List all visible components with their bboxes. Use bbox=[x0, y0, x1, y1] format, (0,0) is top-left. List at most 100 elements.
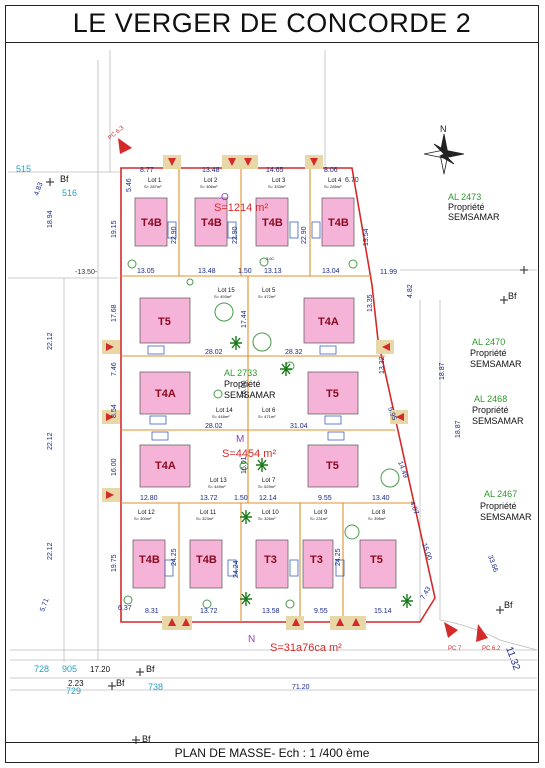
lot-name: Lot 15 bbox=[218, 288, 235, 294]
house-lot12 bbox=[132, 539, 166, 589]
lot-name: Lot 10 bbox=[262, 510, 279, 516]
lot-area: S= 287m² bbox=[144, 184, 162, 189]
house-lot6 bbox=[307, 371, 359, 415]
cote: 24.24 bbox=[233, 560, 240, 578]
house-type: T4B bbox=[328, 217, 349, 229]
lot-name: Lot 8 bbox=[372, 510, 386, 516]
house-lot3 bbox=[255, 197, 289, 247]
lot-area: S= 333m² bbox=[268, 184, 286, 189]
lot-area: S= 448m² bbox=[212, 414, 230, 419]
cote: 18.94 bbox=[47, 210, 54, 228]
lot-name: Lot 7 bbox=[262, 478, 276, 484]
house-lot8 bbox=[359, 539, 397, 589]
cote: 12.80 bbox=[140, 495, 158, 502]
lot-name: Lot 11 bbox=[200, 510, 217, 516]
pc63-marker bbox=[118, 138, 132, 154]
cote: 13.48 bbox=[198, 268, 216, 275]
cote: 18.87 bbox=[455, 420, 462, 438]
cote: 13.58 bbox=[262, 608, 280, 615]
house-type: T3 bbox=[264, 554, 277, 566]
house-lot4 bbox=[321, 197, 355, 247]
house-type: T4A bbox=[318, 316, 339, 328]
cote: -13.50- bbox=[75, 269, 98, 276]
house-lot10 bbox=[255, 539, 289, 589]
north-label: N bbox=[440, 124, 447, 134]
cote: 71.20 bbox=[292, 684, 310, 691]
letter-m: M bbox=[236, 434, 244, 445]
cote: 17.20 bbox=[90, 665, 111, 674]
house-type: T5 bbox=[326, 388, 339, 400]
house-type: T4A bbox=[155, 388, 176, 400]
cote: 19.15 bbox=[111, 220, 118, 238]
lot-lines bbox=[121, 168, 413, 622]
house-type: T4B bbox=[201, 217, 222, 229]
cote: 14.65 bbox=[266, 167, 284, 174]
parcel-name: SEMSAMAR bbox=[470, 359, 522, 369]
cote: 22.90 bbox=[232, 226, 239, 244]
lot-name: Lot 3 bbox=[272, 178, 286, 184]
boundary-number: 738 bbox=[148, 682, 163, 692]
cote: 17.68 bbox=[111, 304, 118, 322]
house-lot14 bbox=[139, 371, 191, 415]
lot-area: S= 323m² bbox=[196, 516, 214, 521]
access-arrows bbox=[102, 155, 408, 630]
cote: 24.25 bbox=[171, 548, 178, 566]
parcel-id: AL 2733 bbox=[224, 368, 257, 378]
boundary-number: 905 bbox=[62, 664, 77, 674]
house-type: T4B bbox=[262, 217, 283, 229]
lot-area: S= 529m² bbox=[258, 484, 276, 489]
cote: 19.54 bbox=[363, 228, 370, 246]
cote: 3.60 bbox=[266, 256, 275, 261]
boundary-number: 728 bbox=[34, 664, 49, 674]
cote: 12.14 bbox=[259, 495, 277, 502]
cote: 16.01 bbox=[241, 456, 248, 474]
drawing-frame bbox=[5, 5, 539, 763]
bf-label: Bf bbox=[146, 664, 155, 674]
cote: 8.54 bbox=[111, 404, 118, 418]
cote: 7.43 bbox=[420, 586, 433, 601]
house-lot9 bbox=[302, 539, 334, 589]
surface-o: S=1214 m² bbox=[214, 202, 268, 214]
parcel-owner: Propriété bbox=[448, 202, 485, 212]
lot-area: S= 231m² bbox=[310, 516, 328, 521]
lot-name: Lot 14 bbox=[216, 408, 233, 414]
house-type: T4B bbox=[141, 217, 162, 229]
cote: 13.32 bbox=[379, 356, 386, 374]
cote: 24.25 bbox=[335, 548, 342, 566]
lot-area: S= 449m² bbox=[208, 484, 226, 489]
house-lot11 bbox=[189, 539, 223, 589]
cote: 28.02 bbox=[205, 423, 223, 430]
bf-markers bbox=[46, 178, 528, 744]
cote: 28.32 bbox=[285, 349, 303, 356]
lot-area: S= 300m² bbox=[134, 516, 152, 521]
lot-area: S= 306m² bbox=[200, 184, 218, 189]
house-lot2 bbox=[194, 197, 228, 247]
compass-rose bbox=[423, 133, 465, 175]
cote: 22.12 bbox=[47, 542, 54, 560]
cote: 7.46 bbox=[111, 362, 118, 376]
lot-name: Lot 6 bbox=[262, 408, 276, 414]
lot-area: S= 396m² bbox=[368, 516, 386, 521]
house-type: T5 bbox=[370, 554, 383, 566]
lot-area: S= 326m² bbox=[258, 516, 276, 521]
cote: 28.02 bbox=[205, 349, 223, 356]
cote: 16.00 bbox=[241, 380, 248, 398]
lot-area: S= 471m² bbox=[258, 414, 276, 419]
pc62-label: PC 6.2 bbox=[482, 646, 501, 652]
cote: 13.72 bbox=[200, 495, 218, 502]
cote: 22.90 bbox=[171, 226, 178, 244]
cote: 13.48 bbox=[202, 167, 220, 174]
cote: 13.13 bbox=[264, 268, 282, 275]
cote: 22.12 bbox=[47, 432, 54, 450]
parcel-owner: Propriété bbox=[470, 348, 507, 358]
houses bbox=[132, 197, 397, 589]
pc7-marker bbox=[444, 622, 458, 638]
cote: 22.12 bbox=[47, 332, 54, 350]
letter-n: N bbox=[248, 634, 255, 645]
cote: 9.55 bbox=[318, 495, 332, 502]
house-type: T3 bbox=[310, 554, 323, 566]
cote: 13.72 bbox=[200, 608, 218, 615]
lot-name: Lot 9 bbox=[314, 510, 328, 516]
cote: 15.00 bbox=[420, 542, 433, 561]
cote: 4.07 bbox=[408, 500, 419, 515]
